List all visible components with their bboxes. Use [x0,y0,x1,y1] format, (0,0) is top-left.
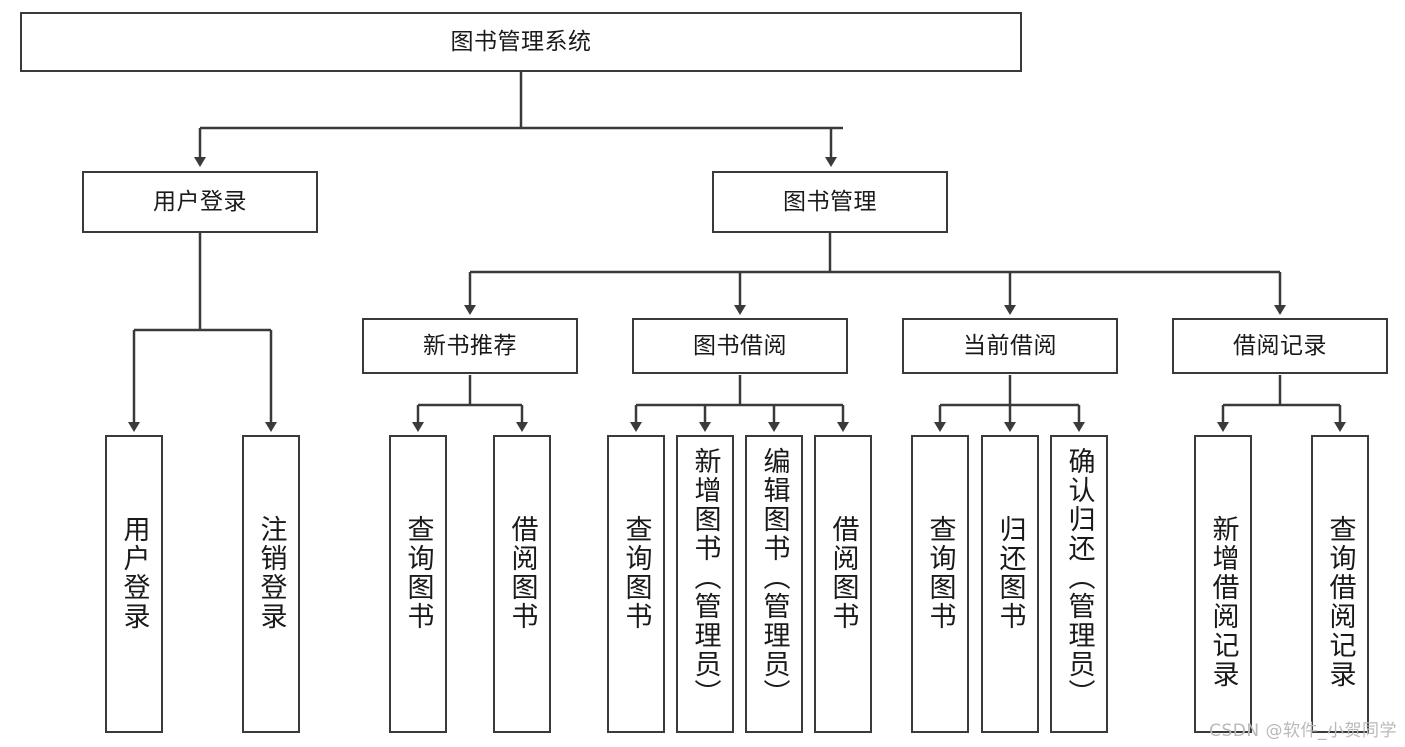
node-user-login[interactable]: 用户登录 [82,171,318,233]
node-current-borrow[interactable]: 当前借阅 [902,318,1118,374]
node-book-borrow[interactable]: 图书借阅 [632,318,848,374]
leaf-recommend-query-book[interactable]: 查询图书 [389,435,447,733]
node-borrow-record-label: 借阅记录 [1233,332,1327,359]
node-book-management[interactable]: 图书管理 [712,171,948,233]
node-new-book-recommend[interactable]: 新书推荐 [362,318,578,374]
leaf-borrow-borrow-book-label: 借阅图书 [827,515,859,631]
node-user-login-label: 用户登录 [153,188,247,215]
leaf-current-confirm-return-label: 确认归还（管理员） [1063,447,1095,708]
leaf-borrow-add-book[interactable]: 新增图书（管理员） [676,435,734,733]
leaf-record-add-record[interactable]: 新增借阅记录 [1194,435,1252,733]
leaf-borrow-borrow-book[interactable]: 借阅图书 [814,435,872,733]
leaf-borrow-edit-book[interactable]: 编辑图书（管理员） [745,435,803,733]
leaf-user-login-login-label: 用户登录 [118,515,150,631]
node-current-borrow-label: 当前借阅 [963,332,1057,359]
leaf-record-query-record-label: 查询借阅记录 [1324,515,1356,689]
leaf-borrow-add-book-label: 新增图书（管理员） [689,447,721,708]
leaf-user-login-logout[interactable]: 注销登录 [242,435,300,733]
leaf-current-return-book[interactable]: 归还图书 [981,435,1039,733]
node-root-label: 图书管理系统 [450,28,592,55]
leaf-current-query-book[interactable]: 查询图书 [911,435,969,733]
leaf-recommend-borrow-book-label: 借阅图书 [506,515,538,631]
leaf-recommend-borrow-book[interactable]: 借阅图书 [493,435,551,733]
leaf-borrow-edit-book-label: 编辑图书（管理员） [758,447,790,708]
watermark-text: CSDN @软件_小贺同学 [1209,721,1397,741]
leaf-recommend-query-book-label: 查询图书 [402,515,434,631]
leaf-user-login-login[interactable]: 用户登录 [105,435,163,733]
leaf-borrow-query-book[interactable]: 查询图书 [607,435,665,733]
leaf-record-add-record-label: 新增借阅记录 [1207,515,1239,689]
node-new-book-recommend-label: 新书推荐 [423,332,517,359]
leaf-user-login-logout-label: 注销登录 [255,515,287,631]
leaf-record-query-record[interactable]: 查询借阅记录 [1311,435,1369,733]
node-book-management-label: 图书管理 [783,188,877,215]
node-borrow-record[interactable]: 借阅记录 [1172,318,1388,374]
leaf-current-return-book-label: 归还图书 [994,515,1026,631]
leaf-borrow-query-book-label: 查询图书 [620,515,652,631]
leaf-current-confirm-return[interactable]: 确认归还（管理员） [1050,435,1108,733]
node-book-borrow-label: 图书借阅 [693,332,787,359]
leaf-current-query-book-label: 查询图书 [924,515,956,631]
node-root[interactable]: 图书管理系统 [20,12,1022,72]
